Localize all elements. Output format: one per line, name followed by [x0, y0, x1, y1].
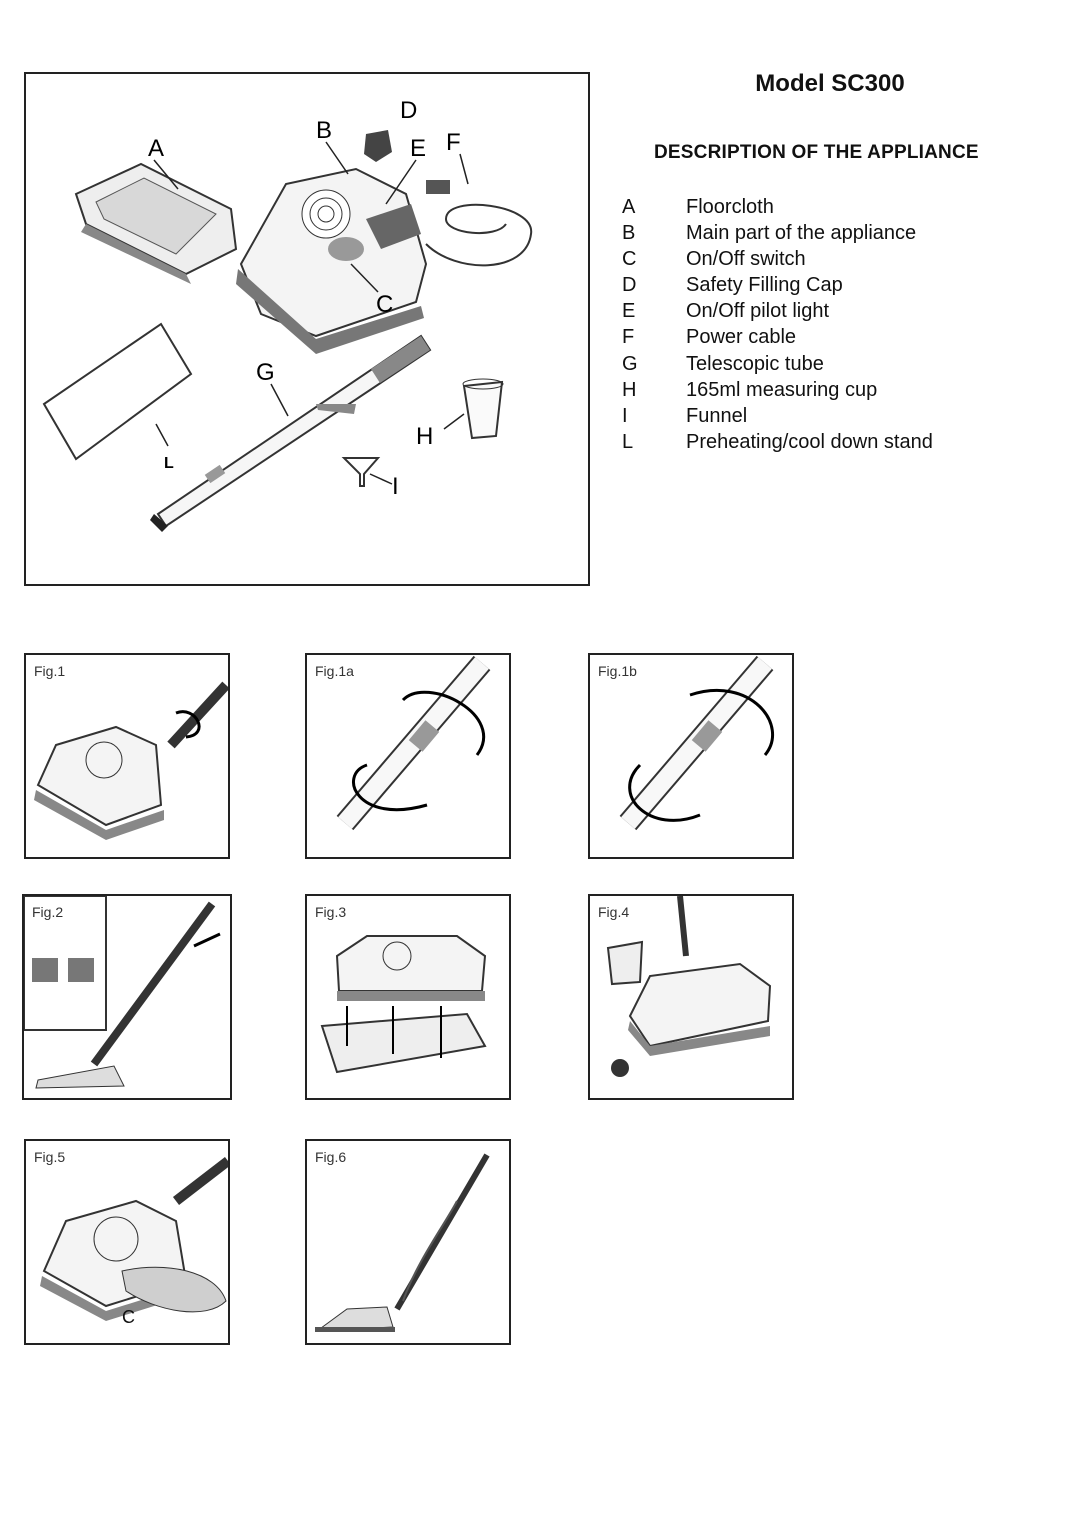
part-key: E: [622, 300, 636, 323]
floorcloth-drawing: [74, 162, 238, 284]
part-label: On/Off pilot light: [686, 300, 830, 323]
callout-e: E: [410, 135, 426, 162]
part-key: H: [622, 378, 637, 401]
callout-g: G: [256, 359, 275, 386]
appliance-diagram: A B D E F C: [24, 72, 590, 586]
figure-label: Fig.6: [315, 1149, 347, 1165]
part-key: B: [622, 222, 636, 245]
part-item: G Telescopic tube: [622, 351, 933, 377]
part-label: Main part of the appliance: [686, 222, 917, 245]
fig5-callout-c: C: [122, 1307, 135, 1327]
figure-4: Fig.4: [588, 894, 794, 1100]
figure-3: Fig.3: [305, 894, 511, 1100]
part-key: A: [622, 196, 636, 218]
part-key: G: [622, 352, 638, 375]
fig2-illustration: [24, 896, 221, 1089]
fig6-illustration: [315, 1153, 490, 1332]
telescopic-tube-drawing: [150, 334, 432, 532]
part-key: C: [622, 248, 637, 271]
part-label: On/Off switch: [686, 248, 806, 271]
fig1a-illustration: [336, 655, 491, 831]
callout-l: L: [164, 455, 174, 472]
part-key: I: [622, 404, 628, 427]
fig3-illustration: [320, 935, 487, 1074]
part-key: D: [622, 274, 637, 297]
callout-f: F: [446, 129, 461, 156]
funnel-drawing: [341, 457, 381, 487]
appliance-illustration: A B D E F C: [42, 97, 533, 532]
description-heading: DESCRIPTION OF THE APPLIANCE: [654, 142, 979, 163]
measuring-cup-drawing: [462, 378, 504, 440]
part-item: H 165ml measuring cup: [622, 377, 933, 403]
part-item: C On/Off switch: [622, 246, 933, 272]
figure-label: Fig.4: [598, 904, 630, 920]
part-key: L: [622, 430, 634, 453]
part-label: Safety Filling Cap: [686, 274, 843, 297]
figure-label: Fig.1a: [315, 663, 354, 679]
part-item: F Power cable: [622, 324, 933, 350]
figure-1a: Fig.1a: [305, 653, 511, 859]
callout-h: H: [416, 423, 433, 450]
figure-2: Fig.2: [22, 894, 232, 1100]
callout-c: C: [376, 291, 393, 318]
figure-label: Fig.5: [34, 1149, 66, 1165]
stand-drawing: [42, 322, 193, 461]
fig4-illustration: [606, 896, 772, 1077]
part-label: Floorcloth: [686, 196, 774, 218]
part-item: B Main part of the appliance: [622, 220, 933, 246]
part-item: D Safety Filling Cap: [622, 272, 933, 298]
part-item: E On/Off pilot light: [622, 298, 933, 324]
figure-label: Fig.2: [32, 904, 64, 920]
part-label: Telescopic tube: [686, 352, 824, 375]
part-key: F: [622, 326, 635, 349]
fig1b-illustration: [619, 655, 774, 831]
figure-label: Fig.1: [34, 663, 66, 679]
model-title: Model SC300: [755, 70, 905, 97]
part-label: Power cable: [686, 326, 797, 349]
figure-5: Fig.5 C: [24, 1139, 230, 1345]
power-cable-drawing: [425, 180, 533, 267]
part-item: I Funnel: [622, 403, 933, 429]
fig5-illustration: [40, 1157, 228, 1321]
figure-label: Fig.1b: [598, 663, 637, 679]
callout-d: D: [400, 97, 417, 124]
part-item: A Floorcloth: [622, 194, 933, 220]
figure-label: Fig.3: [315, 904, 347, 920]
part-label: Preheating/cool down stand: [686, 430, 933, 453]
callout-a: A: [148, 135, 164, 162]
fig1-illustration: [34, 681, 228, 840]
figure-1b: Fig.1b: [588, 653, 794, 859]
figure-6: Fig.6: [305, 1139, 511, 1345]
part-item: L Preheating/cool down stand: [622, 429, 933, 455]
callout-i: I: [392, 473, 399, 500]
part-label: Funnel: [686, 404, 748, 427]
part-label: 165ml measuring cup: [686, 378, 878, 401]
figure-1: Fig.1: [24, 653, 230, 859]
callout-b: B: [316, 117, 332, 144]
cap-drawing: [364, 130, 392, 162]
main-body-drawing: [236, 167, 428, 354]
